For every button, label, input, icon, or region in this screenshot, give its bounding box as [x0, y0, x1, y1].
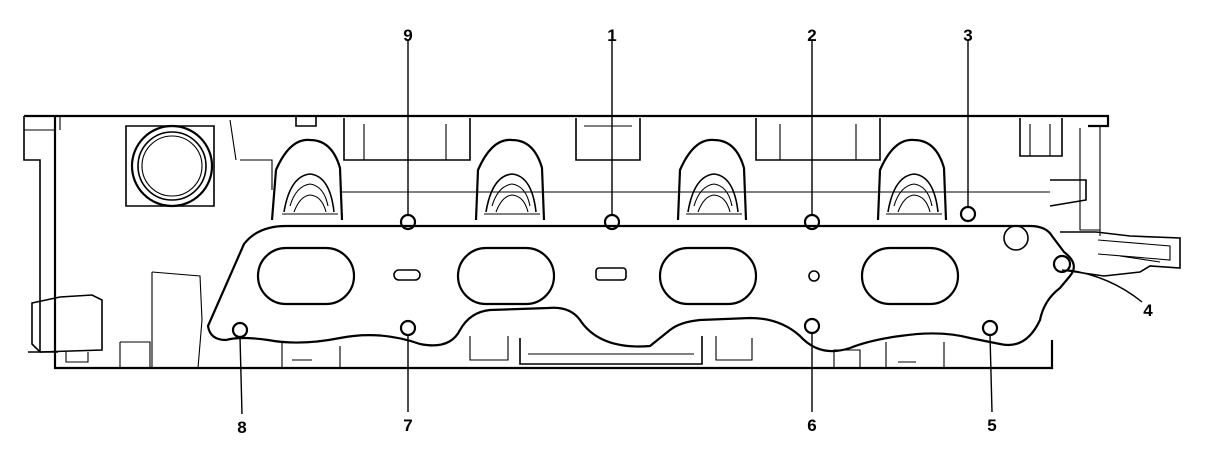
bolt-hole-7 [399, 319, 417, 337]
port-opening-1 [256, 246, 356, 306]
valve-ports [270, 138, 1050, 221]
dowel-slot-left [393, 269, 421, 281]
bolt-hole-1 [603, 213, 621, 231]
dowel-slot-center [595, 267, 627, 281]
bolt-hole-6 [803, 317, 821, 335]
bolt-hole-8 [231, 321, 249, 339]
bolt-hole-5 [981, 319, 999, 337]
callout-label-3: 3 [963, 26, 972, 45]
bolt-hole-4 [1052, 254, 1072, 274]
valve-port-1 [270, 138, 344, 221]
mount-hole-right [1003, 225, 1029, 251]
port-opening-2 [456, 246, 556, 306]
bolt-hole-3 [959, 205, 977, 223]
callout-label-5: 5 [987, 416, 996, 435]
callout-label-9: 9 [403, 26, 412, 45]
port-opening-3 [658, 246, 758, 306]
callout-label-7: 7 [403, 416, 412, 435]
callout-label-1: 1 [607, 26, 616, 45]
bolt-hole-9 [399, 213, 417, 231]
manifold-gasket [206, 224, 1075, 353]
port-opening-4 [860, 246, 960, 306]
valve-port-2 [474, 138, 546, 221]
valve-port-3 [676, 138, 748, 221]
callout-label-2: 2 [807, 26, 816, 45]
valve-port-4 [876, 138, 948, 221]
lower-casting [281, 336, 945, 369]
callout-label-6: 6 [807, 416, 816, 435]
dowel-hole-right [808, 270, 820, 282]
bolt-hole-2 [803, 213, 821, 231]
callout-label-4: 4 [1143, 301, 1153, 320]
callout-label-8: 8 [237, 418, 246, 437]
exhaust-ports [256, 225, 1029, 306]
cylinder-head-body [23, 114, 1181, 370]
bolt-callouts: 9 1 2 3 4 5 6 [231, 26, 1153, 437]
